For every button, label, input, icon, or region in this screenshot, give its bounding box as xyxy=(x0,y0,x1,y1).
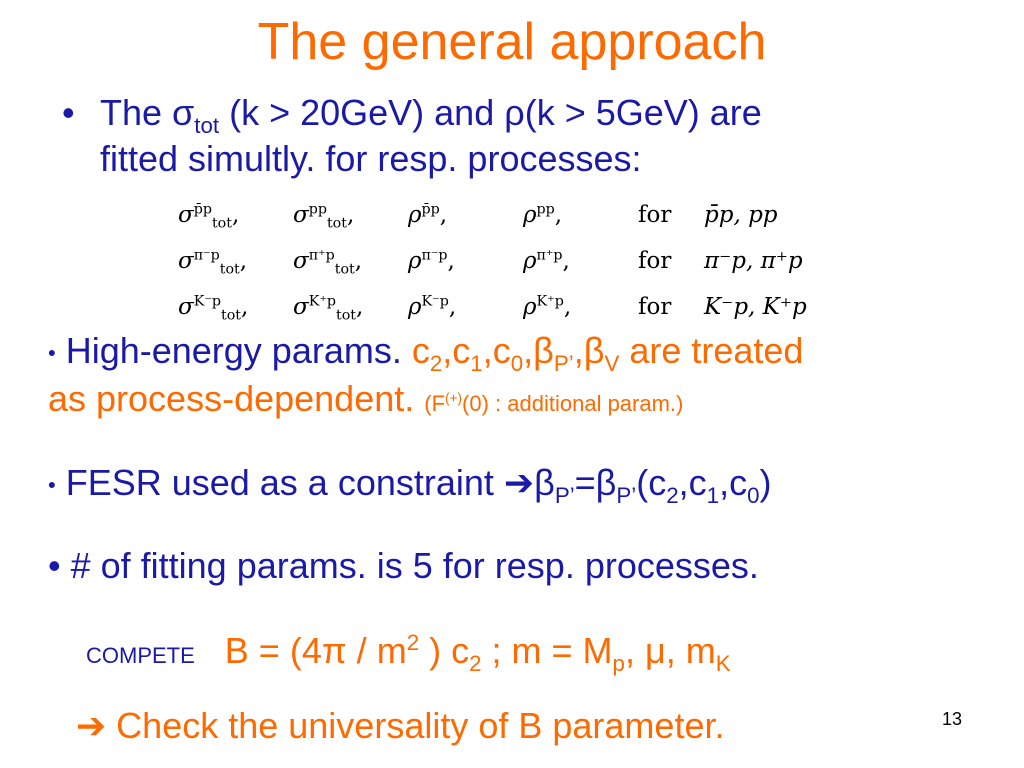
bullet-line-1: • The σtot (k > 20GeV) and ρ(k > 5GeV) ar… xyxy=(62,90,762,139)
bullet-text: High-energy params. xyxy=(55,330,412,371)
fesr-formula: βP’=βP’(c2,c1,c0) xyxy=(534,462,772,509)
bullet-line-2: fitted simultly. for resp. processes: xyxy=(100,138,642,179)
bullet-text: The σ xyxy=(100,92,195,133)
equation-table: σp̄ptot, σpptot, ρp̄p, ρpp, for p̄p, pp σπ⁻pto… xyxy=(178,192,807,330)
bullet-line-1: • High-energy params. c2,c1,c0,βP’,βV ar… xyxy=(48,328,803,376)
bullet-marker: • xyxy=(48,340,56,366)
equation-term: σK⁻ptot, xyxy=(178,293,249,324)
equation-row: σπ⁻ptot, σπ⁺ptot, ρπ⁻p, ρπ⁺p, for π⁻p, π⁺p xyxy=(178,238,807,284)
equation-for-label: for xyxy=(638,202,672,228)
equation-for-label: for xyxy=(638,248,672,274)
equation-term: ρK⁻p, xyxy=(408,293,457,320)
bullet-text: as process-dependent. xyxy=(48,378,425,420)
equation-block: σp̄ptot, σpptot, ρp̄p, ρpp, for p̄p, pp σπ⁻pto… xyxy=(178,192,807,330)
equation-term: σK⁺ptot, xyxy=(293,293,364,324)
equation-term: σπ⁺ptot, xyxy=(293,247,363,278)
bullet-marker: • xyxy=(62,92,75,133)
bullet-marker: • xyxy=(48,472,56,498)
bullet-cross-section-fit: • The σtot (k > 20GeV) and ρ(k > 5GeV) ar… xyxy=(62,90,762,182)
bullet-fesr-constraint: • FESR used as a constraint ➔βP’=βP’(c2,… xyxy=(48,462,772,509)
equation-term: σπ⁻ptot, xyxy=(178,247,248,278)
bullet-text: (k > 20GeV) and ρ(k > 5GeV) are xyxy=(219,92,762,133)
equation-processes: K⁻p, K⁺p xyxy=(704,294,807,320)
equation-term: ρπ⁻p, xyxy=(408,247,455,274)
equation-term: ρpp, xyxy=(523,201,563,228)
bullet-text: FESR used as a constraint xyxy=(55,462,504,503)
param-list: c2,c1,c0,βP’,βV are treated xyxy=(411,330,804,377)
compete-formula: COMPETE B = (4π / m2 ) c2 ; m = Mp, μ, mK xyxy=(86,630,731,677)
additional-param-note: (F(+)(0) : additional param.) xyxy=(424,391,684,417)
check-text: Check the universality of B parameter. xyxy=(106,705,725,746)
equation-row: σK⁻ptot, σK⁺ptot, ρK⁻p, ρK⁺p, for K⁻p, K⁺p xyxy=(178,284,807,330)
bullet-fitting-params: • # of fitting params. is 5 for resp. pr… xyxy=(48,545,759,586)
equation-term: ρK⁺p, xyxy=(523,293,572,320)
equation-row: σp̄ptot, σpptot, ρp̄p, ρpp, for p̄p, pp xyxy=(178,192,807,238)
equation-term: ρp̄p, xyxy=(408,201,448,228)
arrow-icon: ➔ xyxy=(503,462,535,503)
page-number: 13 xyxy=(942,709,963,729)
equation-term: ρπ⁺p, xyxy=(523,247,570,274)
equation-processes: p̄p, pp xyxy=(704,202,778,228)
equation-for-label: for xyxy=(638,294,672,320)
compete-label: COMPETE xyxy=(86,643,195,668)
equation-processes: π⁻p, π⁺p xyxy=(704,248,803,274)
subscript-tot: tot xyxy=(194,113,220,139)
equation-term: σpptot, xyxy=(293,201,355,232)
slide-title: The general approach xyxy=(257,13,767,71)
arrow-icon: ➔ xyxy=(76,705,107,746)
check-universality: ➔ Check the universality of B parameter. xyxy=(76,705,724,747)
bullet-high-energy-params: • High-energy params. c2,c1,c0,βP’,βV ar… xyxy=(48,328,803,427)
equation-term: σp̄ptot, xyxy=(178,201,240,232)
bullet-line-2: as process-dependent. (F(+)(0) : additio… xyxy=(48,376,803,427)
b-formula: B = (4π / m2 ) c2 ; m = Mp, μ, mK xyxy=(224,630,731,677)
